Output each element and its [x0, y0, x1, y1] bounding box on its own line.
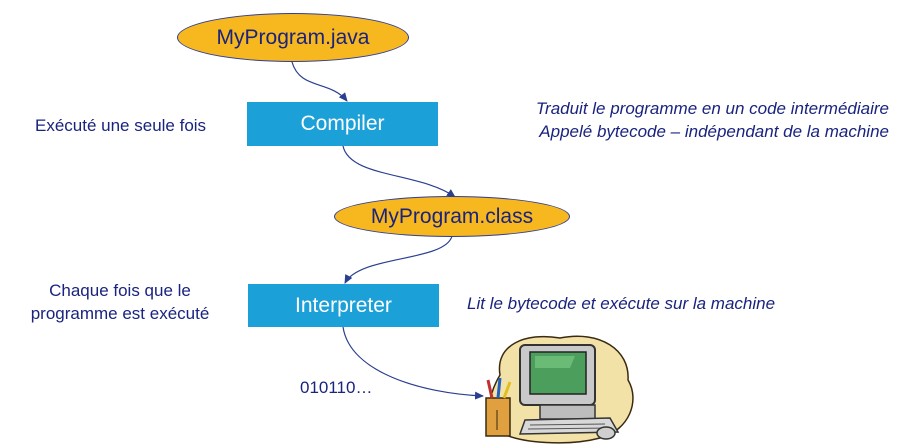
compiler-box: Compiler	[247, 102, 438, 146]
arrow-compiler-to-class	[342, 145, 456, 198]
binary-output-label: 010110…	[300, 376, 372, 399]
computer-icon	[485, 335, 634, 444]
compile-desc-line1: Traduit le programme en un code interméd…	[535, 99, 889, 118]
compile-desc-line2: Appelé bytecode – indépendant de la mach…	[539, 122, 889, 141]
interpreter-box: Interpreter	[248, 284, 439, 327]
compile-description: Traduit le programme en un code interméd…	[459, 97, 889, 143]
source-file-label: MyProgram.java	[216, 25, 370, 49]
source-file-node: MyProgram.java	[177, 13, 409, 62]
interp-desc-text: Lit le bytecode et exécute sur la machin…	[467, 294, 776, 313]
class-file-node: MyProgram.class	[334, 196, 570, 237]
interpreter-description: Lit le bytecode et exécute sur la machin…	[467, 292, 775, 315]
compile-once-text: Exécuté une seule fois	[35, 116, 207, 135]
compile-once-note: Exécuté une seule fois	[35, 114, 206, 137]
arrow-class-to-interpreter	[344, 235, 453, 284]
interpreter-when-note: Chaque fois que le programme est exécuté	[4, 279, 236, 325]
arrow-java-to-compiler	[291, 61, 348, 102]
interp-when-line1: Chaque fois que le	[49, 281, 191, 300]
interpreter-label: Interpreter	[295, 293, 392, 317]
interp-when-line2: programme est exécuté	[30, 304, 210, 323]
compiler-label: Compiler	[300, 112, 385, 135]
class-file-label: MyProgram.class	[370, 204, 534, 228]
arrow-interpreter-to-computer	[342, 326, 484, 400]
binary-output-text: 010110…	[300, 378, 373, 397]
